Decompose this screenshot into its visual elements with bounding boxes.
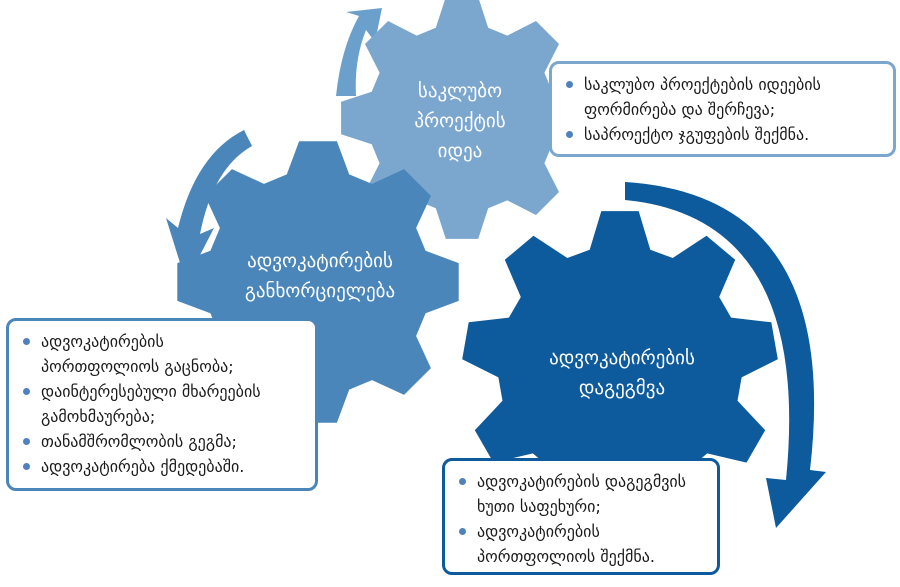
- bullet-line: ადვოკატირება ქმედებაში.: [41, 457, 245, 476]
- gear-label-line: პროექტის: [414, 110, 506, 132]
- bullet-line: საპროექტო ჯგუფების შექმნა.: [584, 125, 810, 144]
- gear-label-line: იდეა: [437, 140, 483, 162]
- info-box-project-idea: საკლუბო პროექტების იდეების ფორმირება და …: [549, 61, 896, 157]
- bullet-item: ადვოკატირების პორთფოლიოს შექმნა.: [457, 519, 707, 569]
- bullet-item: ადვოკატირების დაგეგმვის ხუთი საფეხური;: [457, 469, 707, 519]
- bullet-line: პორთფოლიოს გაცნობა;: [41, 357, 234, 376]
- cycle-arrow-left: [166, 130, 252, 282]
- bullet-line: საკლუბო პროექტების იდეების: [584, 75, 821, 94]
- gear-label-advocacy-implementation: ადვოკატირების განხორციელება: [220, 246, 420, 306]
- bullet-line: გამოხმაურება;: [41, 407, 156, 426]
- gear-label-advocacy-planning: ადვოკატირების დაგეგმვა: [522, 343, 722, 403]
- gear-shape: [462, 211, 778, 522]
- bullet-line: ადვოკატირების დაგეგმვის: [477, 472, 687, 491]
- info-box-advocacy-planning: ადვოკატირების დაგეგმვის ხუთი საფეხური; ა…: [442, 458, 720, 575]
- gear-label-line: ადვოკატირების: [549, 347, 695, 369]
- bullet-item: დაინტერესებული მხარეების გამოხმაურება;: [21, 379, 305, 429]
- gear-label-line: დაგეგმვა: [578, 377, 666, 399]
- gear-advocacy-planning: [462, 211, 778, 522]
- bullet-line: ფორმირება და შერჩევა;: [584, 100, 776, 119]
- gear-label-line: საკლუბო: [417, 80, 503, 102]
- cycle-arrow-top: [336, 8, 382, 96]
- bullet-line: ხუთი საფეხური;: [477, 497, 601, 516]
- bullet-line: ადვოკატირების: [477, 522, 600, 541]
- info-box-advocacy-implementation: ადვოკატირების პორთფოლიოს გაცნობა; დაინტე…: [6, 318, 318, 491]
- cycle-arrow-right: [625, 182, 826, 528]
- bullet-line: დაინტერესებული მხარეების: [41, 382, 261, 401]
- bullet-item: თანამშრომლობის გეგმა;: [21, 429, 305, 454]
- bullet-item: საკლუბო პროექტების იდეების ფორმირება და …: [564, 72, 883, 122]
- gear-label-project-idea: საკლუბო პროექტის იდეა: [390, 76, 530, 166]
- bullet-item: ადვოკატირების პორთფოლიოს გაცნობა;: [21, 329, 305, 379]
- bullet-item: საპროექტო ჯგუფების შექმნა.: [564, 122, 883, 147]
- gear-label-line: განხორციელება: [244, 280, 396, 302]
- gear-label-line: ადვოკატირების: [247, 250, 393, 272]
- bullet-line: პორთფოლიოს შექმნა.: [477, 547, 655, 566]
- bullet-line: თანამშრომლობის გეგმა;: [41, 432, 237, 451]
- bullet-item: ადვოკატირება ქმედებაში.: [21, 454, 305, 479]
- bullet-line: ადვოკატირების: [41, 332, 164, 351]
